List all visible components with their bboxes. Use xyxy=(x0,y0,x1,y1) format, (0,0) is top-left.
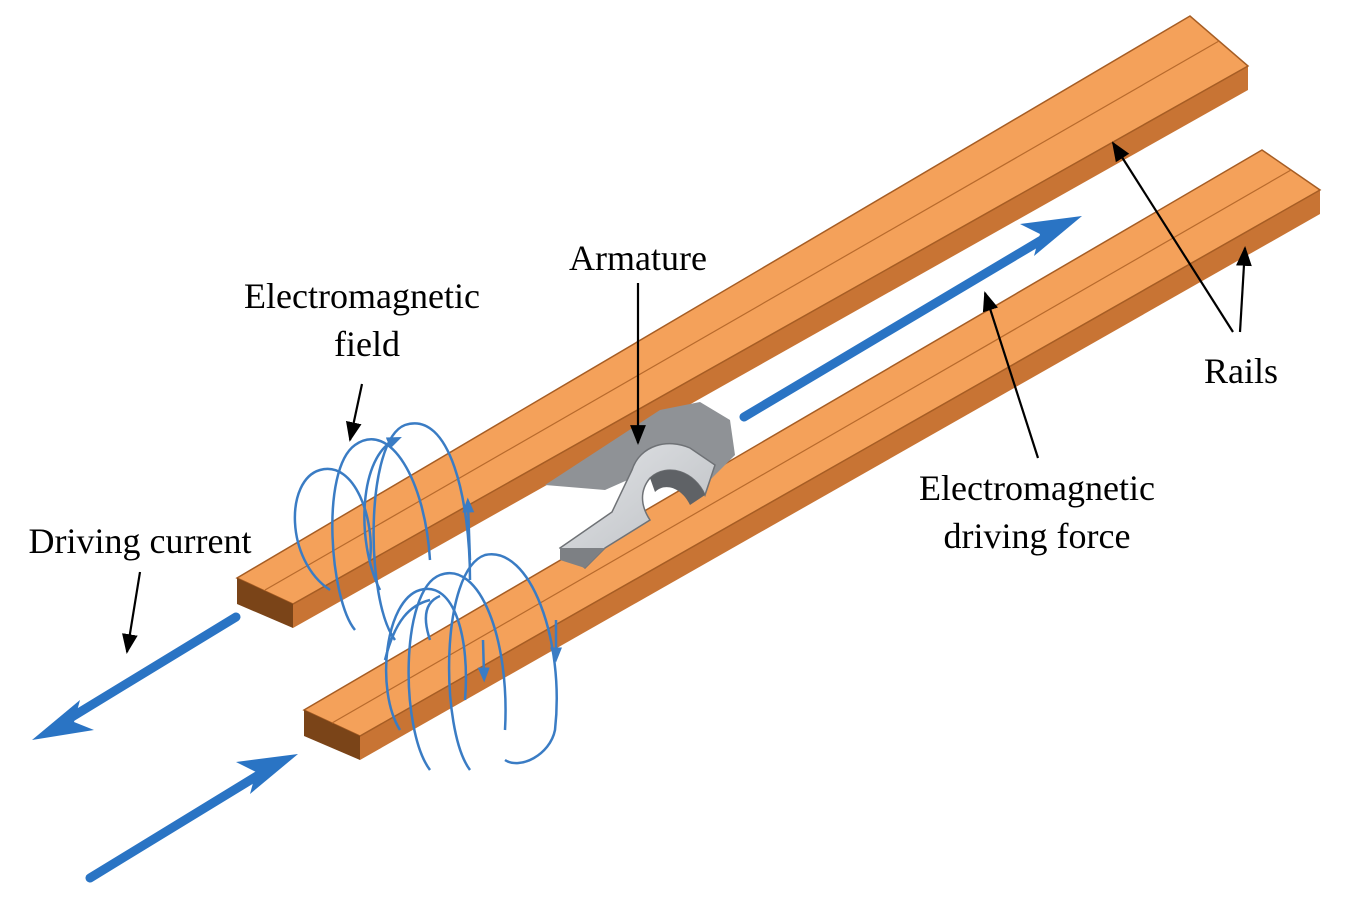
upper-rail xyxy=(235,15,1250,628)
arrow-icon xyxy=(1020,216,1082,256)
lower-rail xyxy=(302,149,1322,760)
field-loop-icon xyxy=(407,571,507,771)
label-driving-force-line2: driving force xyxy=(944,516,1131,556)
lower-rail-end xyxy=(304,710,360,760)
field-loop-icon xyxy=(477,639,490,683)
field-loop-icon xyxy=(383,598,431,661)
lower-rail-top xyxy=(302,149,1322,737)
label-driving-current: Driving current xyxy=(29,521,252,561)
leader-arrow-icon xyxy=(1111,141,1234,333)
leader-arrow-icon xyxy=(345,383,364,442)
field-loop-icon xyxy=(462,497,475,561)
label-rails: Rails xyxy=(1204,351,1278,391)
arrow-icon xyxy=(32,700,94,740)
armature-slot xyxy=(650,470,705,505)
current-out-arrow xyxy=(32,612,241,740)
field-loop-icon xyxy=(331,438,432,631)
armature-lower-edge xyxy=(560,548,605,568)
leader-arrow-icon xyxy=(122,571,142,654)
label-em-field-line1: Electromagnetic xyxy=(244,276,480,316)
field-loops-upper xyxy=(293,422,475,641)
field-loop-icon xyxy=(293,467,372,592)
field-loop-icon xyxy=(424,594,441,641)
field-loop-icon xyxy=(384,587,468,731)
upper-rail-top xyxy=(235,15,1250,605)
arrow-icon xyxy=(236,754,298,794)
label-em-field-line2: field xyxy=(334,324,400,364)
label-armature: Armature xyxy=(569,238,707,278)
leader-arrow-icon xyxy=(1236,246,1252,333)
label-driving-force-line1: Electromagnetic xyxy=(919,468,1155,508)
leader-arrow-icon xyxy=(982,291,1040,459)
force-arrow xyxy=(739,216,1082,422)
field-loop-icon xyxy=(447,553,558,771)
upper-rail-end xyxy=(237,578,293,628)
current-in-arrow xyxy=(85,754,298,883)
field-loops-lower xyxy=(383,553,562,771)
field-loop-icon xyxy=(363,437,402,591)
leaders xyxy=(122,141,1252,654)
armature xyxy=(545,402,735,570)
